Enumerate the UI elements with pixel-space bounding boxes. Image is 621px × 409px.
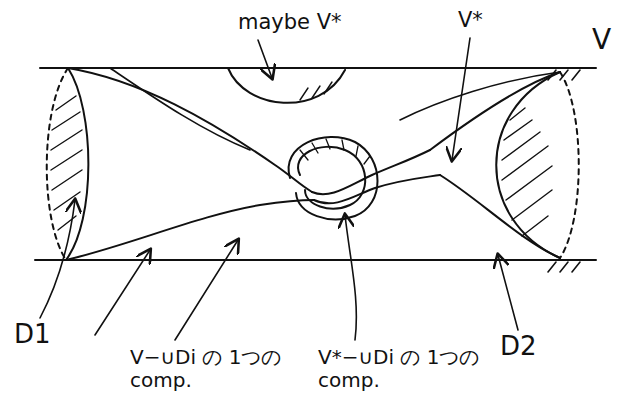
cap-curve <box>228 68 345 103</box>
figure-label: maybe V* <box>238 10 342 34</box>
leader <box>95 250 150 335</box>
leader <box>175 240 238 340</box>
funnel-right-ray <box>400 72 560 120</box>
knot-hatch <box>300 139 370 164</box>
knot-loop <box>298 147 365 209</box>
funnel-left-top <box>68 68 312 192</box>
leader <box>452 38 470 160</box>
figure-label: V* <box>458 8 483 32</box>
leader <box>498 255 518 330</box>
lower-boundary <box>35 259 596 261</box>
cap-hatch <box>300 82 332 100</box>
figure-label: V*−∪Di の 1つの comp. <box>318 346 488 392</box>
leader <box>345 215 356 340</box>
disk-d1-back <box>47 68 68 260</box>
leader <box>40 200 75 318</box>
figure-label: D2 <box>500 332 537 362</box>
disk-d1-hatch <box>51 96 82 230</box>
knot-strand <box>312 150 430 194</box>
figure-label: V−∪Di の 1つの comp. <box>130 346 300 392</box>
funnel-left-ray <box>110 68 250 150</box>
figure-label: V <box>592 24 611 56</box>
figure-label: D1 <box>14 320 51 350</box>
funnel-right-bottom <box>440 175 560 258</box>
disk-d2-back <box>560 72 579 258</box>
disk-d2-hatch <box>502 108 552 236</box>
disk-d2-front <box>496 72 560 258</box>
knot-strand-2 <box>314 175 440 203</box>
funnel-left-bottom <box>66 200 314 260</box>
upper-boundary <box>40 67 596 69</box>
leader <box>258 40 272 78</box>
hatch-marks <box>548 70 580 272</box>
